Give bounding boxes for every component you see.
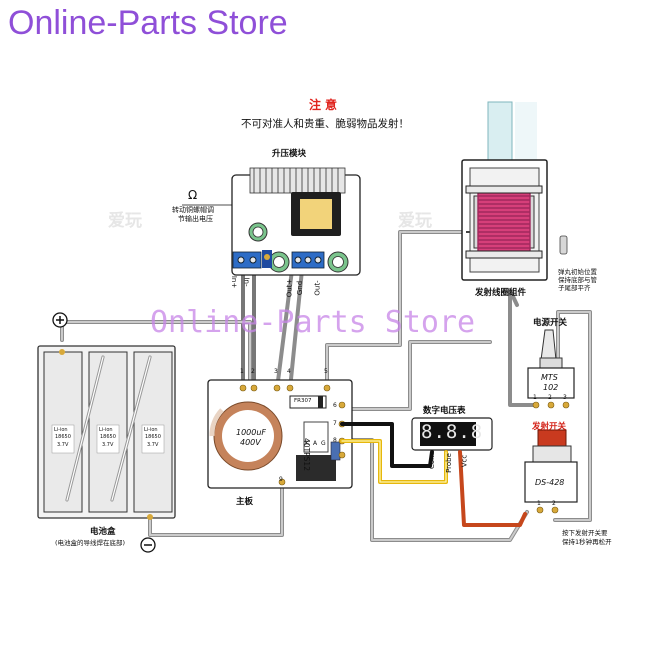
- coil-title: 发射线圈组件: [475, 288, 527, 298]
- pin-in-plus: In+: [230, 275, 239, 289]
- battery-cell3-line3: 3.7V: [147, 442, 159, 448]
- power-switch-pin2: 2: [548, 394, 552, 401]
- faint-watermark: 爱玩: [398, 211, 432, 231]
- battery-cell1-line1: Li-ion: [54, 427, 68, 433]
- pad-9: 9: [279, 476, 283, 483]
- coil-note-line2: 保持底部与管: [558, 276, 597, 284]
- voltmeter-title: 数字电压表: [423, 406, 466, 416]
- main-board: [207, 379, 353, 489]
- voltmeter-wire-com: Com: [428, 453, 436, 469]
- power-switch-model-line1: MTS: [541, 373, 558, 382]
- main-board-title: 主板: [236, 497, 254, 507]
- diode-label: FR307: [294, 398, 312, 404]
- voltmeter: [411, 417, 493, 451]
- boost-module-title: 升压模块: [272, 149, 307, 159]
- pad-4: 4: [287, 368, 291, 375]
- capacitor-line2: 400V: [240, 438, 261, 447]
- pad-8: 8: [333, 437, 337, 444]
- power-switch-pin3: 3: [563, 394, 567, 401]
- pad-5: 5: [324, 368, 328, 375]
- pad-2: 2: [251, 368, 255, 375]
- battery-box-title: 电池盒: [90, 527, 116, 537]
- pad-7: 7: [333, 420, 337, 427]
- fire-switch-pin2: 2: [552, 500, 556, 507]
- watermark: Online-Parts Store: [150, 305, 476, 340]
- pin-out-plus: Out+: [285, 278, 294, 298]
- battery-cell2-line3: 3.7V: [102, 442, 114, 448]
- battery-cell2-line1: Li-ion: [99, 427, 113, 433]
- pad-6: 6: [333, 402, 337, 409]
- capacitor-line1: 1000uF: [236, 428, 267, 437]
- fire-switch-note-line2: 保持1秒钟再松开: [562, 538, 612, 546]
- store-title: Online-Parts Store: [8, 4, 288, 42]
- voltmeter-wire-probe: Probe: [444, 453, 453, 473]
- battery-cell1-line2: 18650: [55, 434, 71, 440]
- fire-switch-model: DS-428: [535, 478, 565, 487]
- voltmeter-display: 8.8.8: [421, 421, 484, 443]
- pin-out-minus: Out-: [313, 280, 322, 296]
- warning-title: 注意: [308, 98, 341, 112]
- fire-switch-title: 发射开关: [532, 422, 567, 432]
- pot-note-line1: 转动铜螺帽调: [172, 206, 214, 214]
- pin-in-minus: In-: [242, 277, 251, 287]
- battery-cell3-line1: Li-ion: [144, 427, 158, 433]
- thyristor-pin-k: K: [305, 440, 309, 447]
- pad-1: 1: [240, 368, 244, 375]
- meter-wires: [340, 422, 527, 527]
- fire-switch-pin1: 1: [537, 500, 541, 507]
- thyristor-pin-g: G: [321, 440, 326, 447]
- battery-cell3-line2: 18650: [145, 434, 161, 440]
- boost-module: [231, 167, 361, 276]
- voltmeter-wire-vcc: Vcc: [460, 454, 469, 468]
- coil-note-line1: 弹丸初始位置: [558, 268, 597, 276]
- faint-watermark: 爱玩: [108, 211, 142, 231]
- battery-cell1-line3: 3.7V: [57, 442, 69, 448]
- battery-box-subtitle: (电池盒的导线焊在底部): [55, 539, 126, 547]
- coil-note-line3: 子尾部平齐: [558, 284, 591, 292]
- power-switch: [527, 329, 575, 409]
- pot-symbol: Ω: [188, 188, 198, 202]
- battery-box: [37, 312, 176, 553]
- battery-cell2-line2: 18650: [100, 434, 116, 440]
- coil-assembly: [461, 101, 568, 281]
- fire-switch-note-line1: 按下发射开关要: [562, 529, 608, 537]
- fire-switch: [524, 429, 578, 514]
- warning-text: 不可对准人和贵重、脆弱物品发射！: [241, 118, 409, 130]
- power-switch-pin1: 1: [533, 394, 537, 401]
- pin-gnd: Gnd: [296, 280, 305, 296]
- pot-note-line2: 节输出电压: [178, 215, 213, 223]
- pad-3: 3: [274, 368, 278, 375]
- power-switch-model-line2: 102: [543, 383, 559, 392]
- power-switch-title: 电源开关: [533, 318, 568, 328]
- thyristor-pin-a: A: [313, 440, 318, 447]
